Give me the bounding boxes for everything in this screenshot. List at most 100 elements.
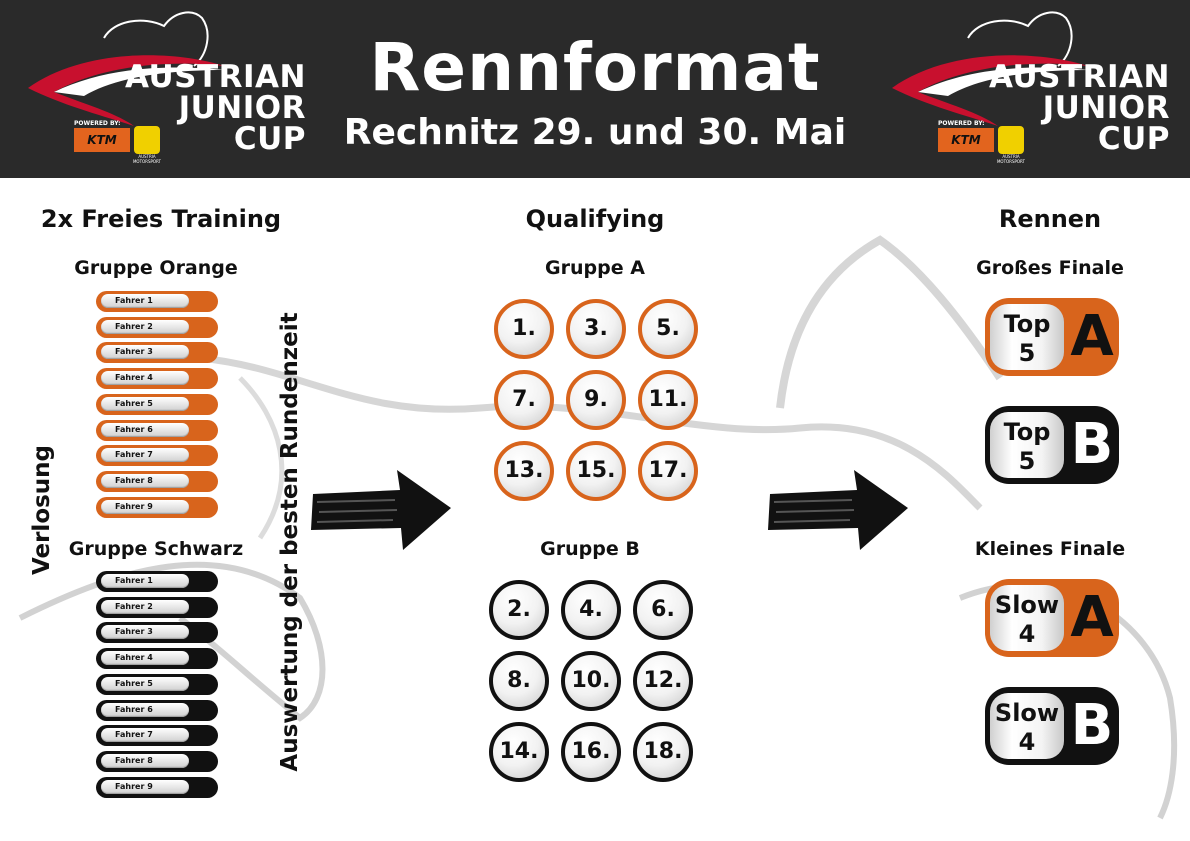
logo-wordmark: AUSTRIAN JUNIOR CUP <box>125 62 306 155</box>
powered-by-label: POWERED BY: <box>74 120 121 127</box>
rider-name: Fahrer 5 <box>101 396 189 411</box>
rider-name: Fahrer 6 <box>101 702 189 717</box>
rider-name: Fahrer 5 <box>101 676 189 691</box>
qualifying-position: 17. <box>638 441 698 501</box>
final-heading-small: Kleines Finale <box>974 538 1126 560</box>
rider-pill: Fahrer 4 <box>96 368 218 390</box>
final-letter: B <box>1070 693 1114 758</box>
final-slow4-a: Slow 4 A <box>985 579 1119 657</box>
seal-caption: AUSTRIA MOTORSPORT <box>996 154 1025 164</box>
rider-name: Fahrer 7 <box>101 448 189 463</box>
qualifying-heading: Qualifying <box>525 205 665 233</box>
motorcycle-rider-icon <box>28 11 224 126</box>
rider-pill: Fahrer 3 <box>96 622 218 644</box>
rider-name: Fahrer 9 <box>101 779 189 794</box>
rider-pill: Fahrer 3 <box>96 342 218 364</box>
rider-pill: Fahrer 4 <box>96 648 218 670</box>
seal-icon <box>998 126 1024 154</box>
rider-name: Fahrer 4 <box>101 371 189 386</box>
rider-pill: Fahrer 1 <box>96 291 218 312</box>
rider-name: Fahrer 4 <box>101 651 189 666</box>
qualifying-position: 6. <box>633 580 693 640</box>
qualifying-position: 3. <box>566 299 626 359</box>
qualifying-position: 18. <box>633 722 693 782</box>
rider-name: Fahrer 8 <box>101 753 189 768</box>
ktm-logo: KTM <box>938 128 994 152</box>
motorcycle-rider-icon <box>892 11 1088 126</box>
logo-word: JUNIOR <box>178 90 306 126</box>
page-subtitle: Rechnitz 29. und 30. Mai <box>343 112 847 153</box>
qualifying-position: 13. <box>494 441 554 501</box>
rider-name: Fahrer 6 <box>101 422 189 437</box>
rider-name: Fahrer 1 <box>101 574 189 588</box>
final-label: Top <box>1003 310 1051 338</box>
evaluation-label: Auswertung der besten Rundenzeit <box>277 312 303 772</box>
qualifying-position: 8. <box>489 651 549 711</box>
austrian-junior-cup-logo: AUSTRIAN JUNIOR CUP POWERED BY: KTM AUST… <box>888 8 1178 168</box>
final-plate: Slow 4 <box>990 585 1064 651</box>
header-banner: AUSTRIAN JUNIOR CUP POWERED BY: KTM AUST… <box>0 0 1190 178</box>
rider-name: Fahrer 3 <box>101 345 189 360</box>
final-letter: A <box>1070 304 1114 369</box>
final-plate: Top 5 <box>990 304 1064 370</box>
qualifying-position: 2. <box>489 580 549 640</box>
logo-wordmark: AUSTRIAN JUNIOR CUP <box>989 62 1170 155</box>
final-slow4-b: Slow 4 B <box>985 687 1119 765</box>
logo-word: CUP <box>1097 121 1170 157</box>
rider-pill: Fahrer 1 <box>96 571 218 592</box>
logo-word: AUSTRIAN <box>124 59 306 95</box>
rider-pill: Fahrer 6 <box>96 699 218 721</box>
final-plate: Top 5 <box>990 412 1064 478</box>
final-letter: B <box>1070 412 1114 477</box>
qualifying-position: 9. <box>566 370 626 430</box>
seal-caption: AUSTRIA MOTORSPORT <box>132 154 161 164</box>
rider-name: Fahrer 9 <box>101 499 189 514</box>
rider-pill: Fahrer 9 <box>96 776 218 798</box>
rider-name: Fahrer 7 <box>101 728 189 743</box>
rider-pill: Fahrer 5 <box>96 393 218 415</box>
arrow-right-icon <box>311 470 451 550</box>
ktm-logo: KTM <box>74 128 130 152</box>
training-group-black-heading: Gruppe Schwarz <box>68 538 244 560</box>
qualifying-position: 5. <box>638 299 698 359</box>
rider-pill: Fahrer 2 <box>96 316 218 338</box>
austrian-junior-cup-logo: AUSTRIAN JUNIOR CUP POWERED BY: KTM AUST… <box>24 8 314 168</box>
rider-pill: Fahrer 7 <box>96 725 218 747</box>
qualifying-position: 7. <box>494 370 554 430</box>
final-top5-b: Top 5 B <box>985 406 1119 484</box>
qualifying-position: 4. <box>561 580 621 640</box>
qualifying-position: 12. <box>633 651 693 711</box>
rider-pill: Fahrer 8 <box>96 470 218 492</box>
qualifying-position: 11. <box>638 370 698 430</box>
lottery-label: Verlosung <box>29 444 55 576</box>
qualifying-position: 16. <box>561 722 621 782</box>
rider-pill: Fahrer 9 <box>96 496 218 518</box>
powered-by-label: POWERED BY: <box>938 120 985 127</box>
final-letter: A <box>1070 585 1114 650</box>
final-count: 5 <box>1018 339 1036 367</box>
rider-pill: Fahrer 8 <box>96 750 218 772</box>
training-heading: 2x Freies Training <box>40 205 282 233</box>
final-label: Top <box>1003 418 1051 446</box>
final-count: 4 <box>1018 620 1036 648</box>
logo-word: AUSTRIAN <box>988 59 1170 95</box>
final-heading-big: Großes Finale <box>976 257 1124 279</box>
final-label: Slow <box>994 591 1060 619</box>
training-group-orange-heading: Gruppe Orange <box>74 257 238 279</box>
seal-icon <box>134 126 160 154</box>
rider-pill: Fahrer 5 <box>96 673 218 695</box>
rider-name: Fahrer 3 <box>101 625 189 640</box>
races-heading: Rennen <box>998 205 1102 233</box>
logo-word: CUP <box>233 121 306 157</box>
final-count: 5 <box>1018 447 1036 475</box>
rider-name: Fahrer 2 <box>101 599 189 614</box>
qualifying-position: 1. <box>494 299 554 359</box>
qualifying-group-a-heading: Gruppe A <box>545 257 645 279</box>
rider-name: Fahrer 8 <box>101 473 189 488</box>
rider-name: Fahrer 2 <box>101 319 189 334</box>
logo-word: JUNIOR <box>1042 90 1170 126</box>
page-title: Rennformat <box>369 29 821 106</box>
rider-pill: Fahrer 6 <box>96 419 218 441</box>
final-top5-a: Top 5 A <box>985 298 1119 376</box>
rider-pill: Fahrer 7 <box>96 445 218 467</box>
